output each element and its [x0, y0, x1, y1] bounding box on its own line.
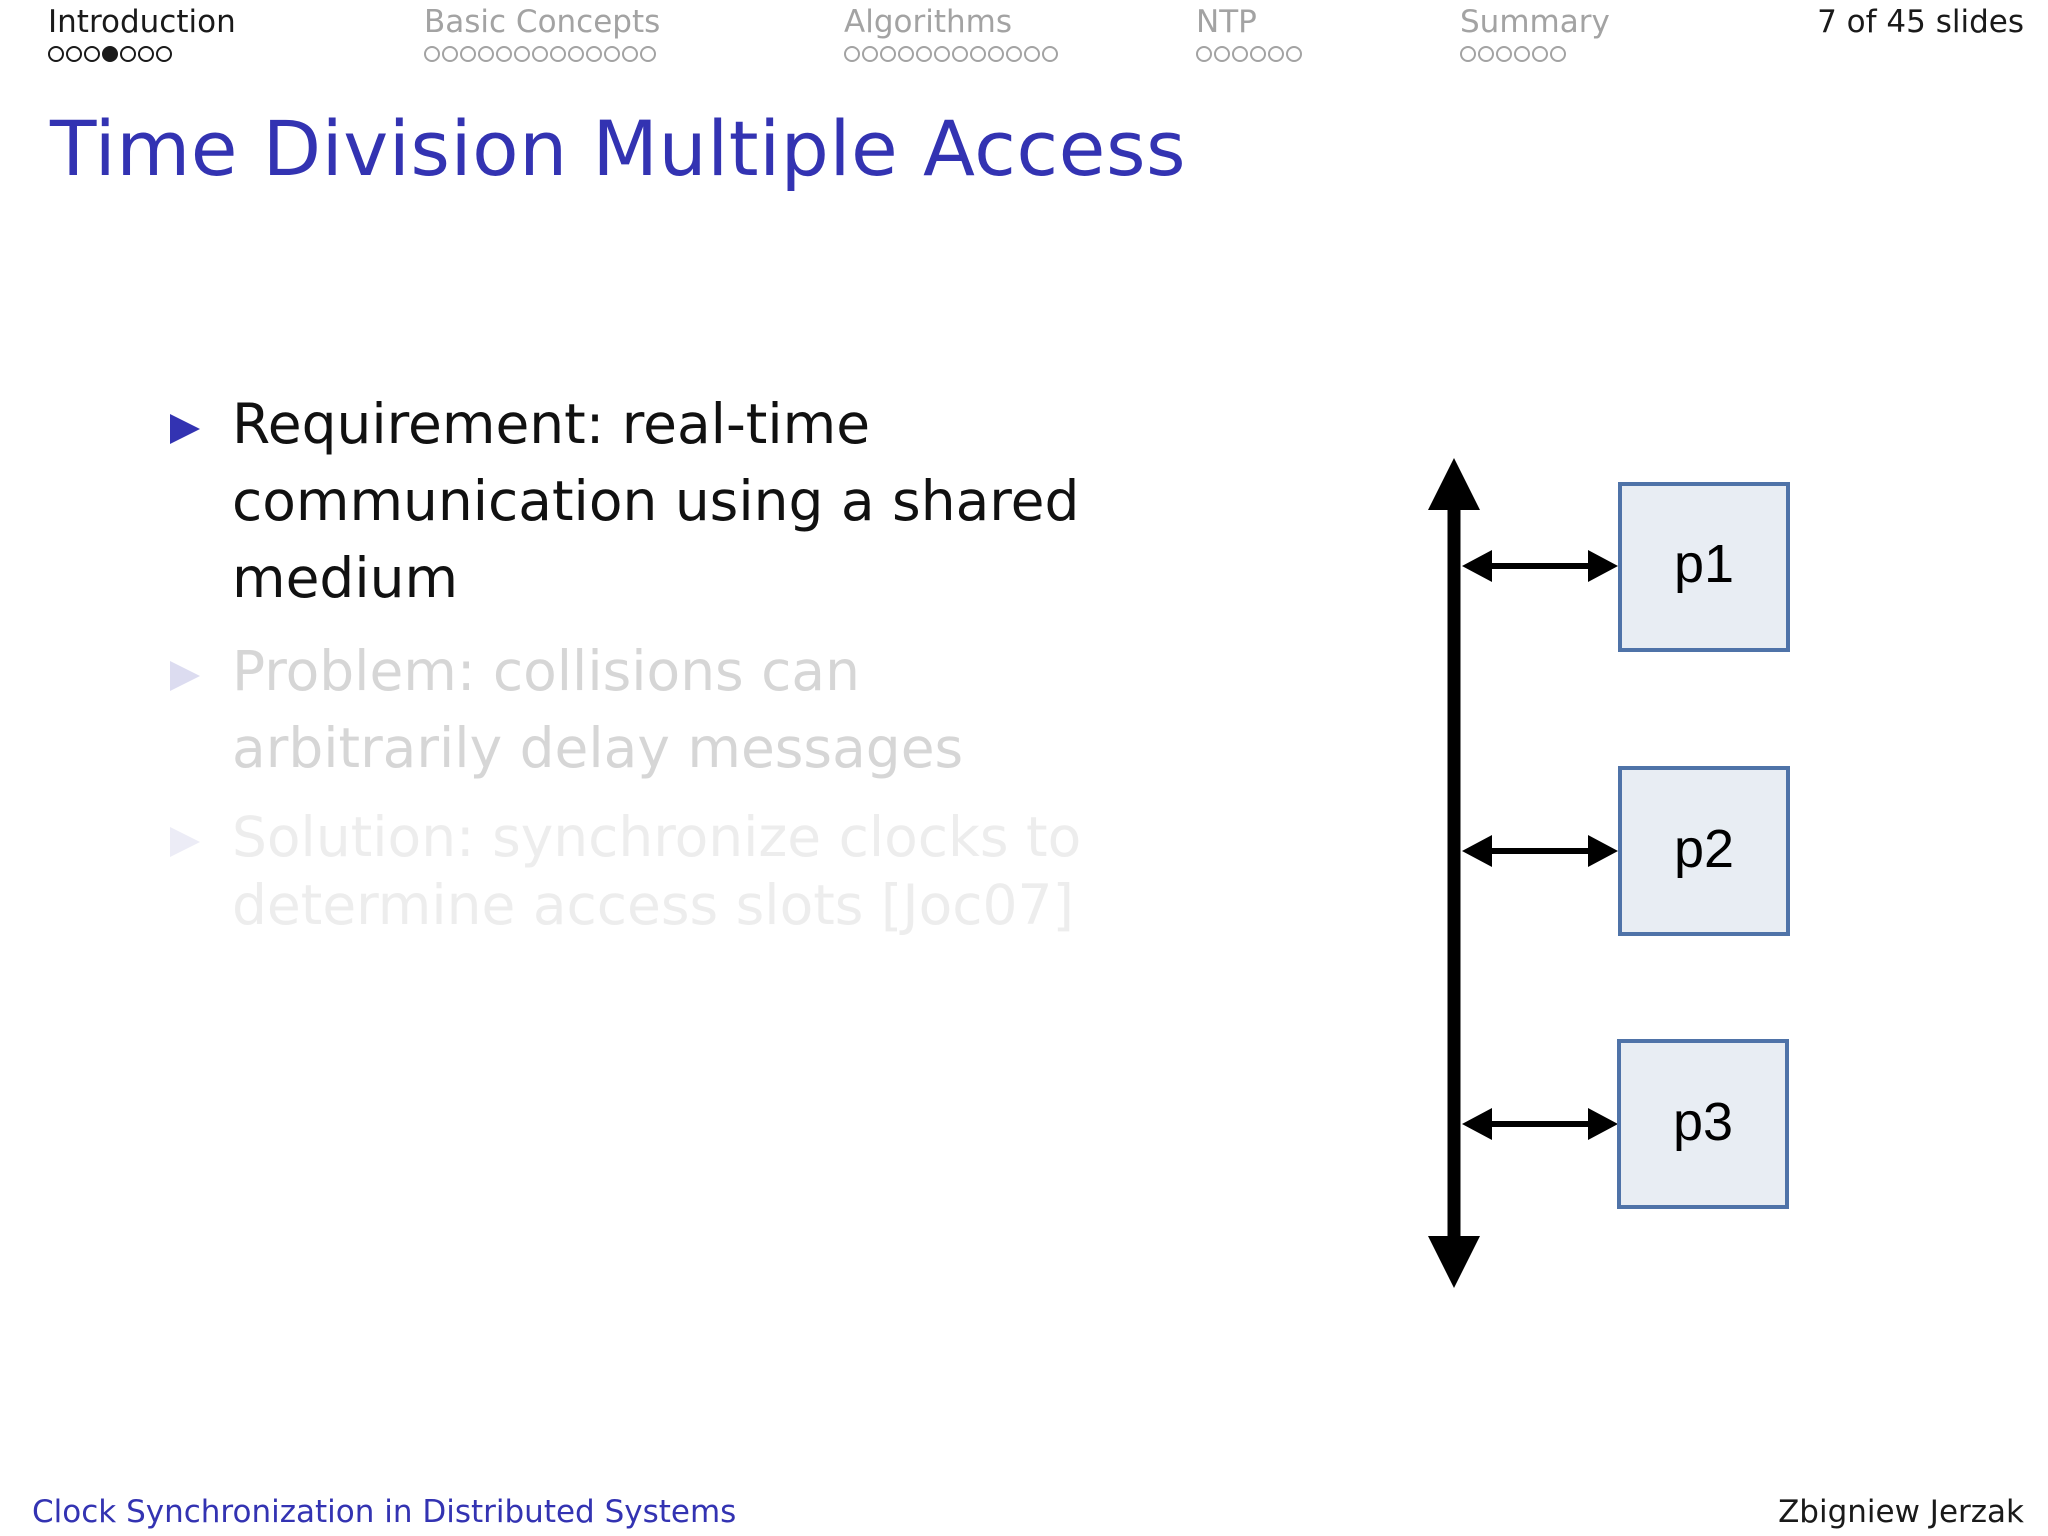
nav-dot[interactable]	[916, 46, 932, 62]
connector-p3	[1462, 1108, 1618, 1140]
nav-dot[interactable]	[156, 46, 172, 62]
nav-dot[interactable]	[478, 46, 494, 62]
nav-dot[interactable]	[1042, 46, 1058, 62]
nav-dot[interactable]	[550, 46, 566, 62]
nav-dot[interactable]	[970, 46, 986, 62]
nav-dot[interactable]	[1006, 46, 1022, 62]
bullet-text: Problem: collisions can arbitrarily dela…	[232, 639, 964, 780]
bullet-requirement: Requirement: real-time communication usi…	[166, 386, 1126, 617]
node-label: p1	[1674, 534, 1734, 594]
bus-arrow-up-icon	[1428, 458, 1480, 510]
nav-dot-current[interactable]	[102, 46, 118, 62]
nav-dot[interactable]	[1496, 46, 1512, 62]
bullet-solution: Solution: synchronize clocks to determin…	[166, 803, 1126, 939]
nav-dot[interactable]	[48, 46, 64, 62]
nav-dot[interactable]	[532, 46, 548, 62]
triangle-bullet-icon	[170, 827, 200, 857]
nav-section-algorithms[interactable]: Algorithms	[844, 4, 1058, 62]
nav-dot[interactable]	[1250, 46, 1266, 62]
nav-dot[interactable]	[934, 46, 950, 62]
nav-dots	[48, 46, 236, 62]
nav-section-label: Basic Concepts	[424, 4, 661, 40]
nav-dot[interactable]	[898, 46, 914, 62]
nav-dot[interactable]	[622, 46, 638, 62]
slide-counter: 7 of 45 slides	[1817, 4, 2024, 40]
nav-dots	[844, 46, 1058, 62]
nav-dot[interactable]	[1286, 46, 1302, 62]
node-label: p3	[1673, 1092, 1733, 1152]
node-p2: p2	[1618, 766, 1790, 936]
nav-section-summary[interactable]: Summary	[1460, 4, 1610, 62]
node-p1: p1	[1618, 482, 1790, 652]
nav-section-label: Introduction	[48, 4, 236, 40]
slide-title: Time Division Multiple Access	[50, 104, 1187, 193]
nav-dot[interactable]	[138, 46, 154, 62]
nav-section-label: Summary	[1460, 4, 1610, 40]
nav-dot[interactable]	[586, 46, 602, 62]
node-label: p2	[1674, 819, 1734, 879]
shared-medium-diagram: p1 p2 p3	[1428, 458, 1790, 1288]
nav-dot[interactable]	[120, 46, 136, 62]
nav-dot[interactable]	[514, 46, 530, 62]
nav-dot[interactable]	[66, 46, 82, 62]
nav-dot[interactable]	[1024, 46, 1040, 62]
nav-dot[interactable]	[460, 46, 476, 62]
nav-dot[interactable]	[952, 46, 968, 62]
nav-dot[interactable]	[1532, 46, 1548, 62]
triangle-bullet-icon	[170, 661, 200, 691]
bullet-problem: Problem: collisions can arbitrarily dela…	[166, 633, 1126, 787]
nav-dot[interactable]	[1478, 46, 1494, 62]
nav-dot[interactable]	[84, 46, 100, 62]
nav-dot[interactable]	[862, 46, 878, 62]
nav-section-ntp[interactable]: NTP	[1196, 4, 1302, 62]
nav-dot[interactable]	[1460, 46, 1476, 62]
bullet-list: Requirement: real-time communication usi…	[166, 386, 1126, 955]
nav-section-label: NTP	[1196, 4, 1257, 40]
bullet-text: Requirement: real-time communication usi…	[232, 392, 1080, 610]
nav-dot[interactable]	[640, 46, 656, 62]
nav-dots	[1196, 46, 1302, 62]
nav-section-label: Algorithms	[844, 4, 1012, 40]
nav-dot[interactable]	[880, 46, 896, 62]
nav-dot[interactable]	[988, 46, 1004, 62]
connector-p2	[1462, 835, 1618, 867]
nav-section-basic-concepts[interactable]: Basic Concepts	[424, 4, 660, 62]
nav-dot[interactable]	[496, 46, 512, 62]
nav-section-introduction[interactable]: Introduction	[48, 4, 236, 62]
nav-dots	[1460, 46, 1610, 62]
nav-dot[interactable]	[1232, 46, 1248, 62]
nav-dot[interactable]	[442, 46, 458, 62]
connector-p1	[1462, 550, 1618, 582]
nav-dots	[424, 46, 660, 62]
nav-dot[interactable]	[568, 46, 584, 62]
node-p3: p3	[1617, 1039, 1789, 1209]
nav-dot[interactable]	[424, 46, 440, 62]
nav-dot[interactable]	[604, 46, 620, 62]
footer-presentation-title: Clock Synchronization in Distributed Sys…	[32, 1494, 737, 1530]
nav-dot[interactable]	[1196, 46, 1212, 62]
nav-dot[interactable]	[1514, 46, 1530, 62]
nav-dot[interactable]	[844, 46, 860, 62]
nav-dot[interactable]	[1268, 46, 1284, 62]
footer-author: Zbigniew Jerzak	[1778, 1494, 2024, 1530]
nav-dot[interactable]	[1214, 46, 1230, 62]
nav-dot[interactable]	[1550, 46, 1566, 62]
bus-arrow-down-icon	[1428, 1236, 1480, 1288]
triangle-bullet-icon	[170, 414, 200, 444]
bullet-text: Solution: synchronize clocks to determin…	[232, 805, 1082, 937]
